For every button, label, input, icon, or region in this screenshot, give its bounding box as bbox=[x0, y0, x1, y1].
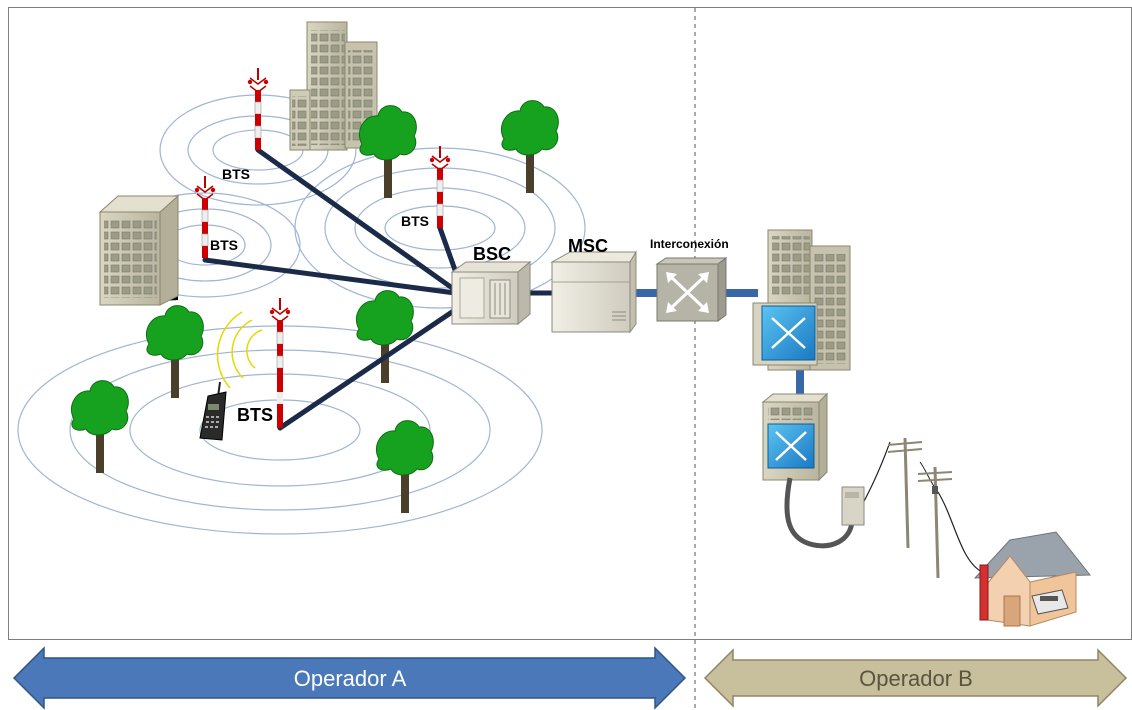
interconnect-label: Interconexión bbox=[650, 237, 729, 251]
bts-tower-icon bbox=[428, 145, 452, 229]
bsc-cabinet-icon bbox=[450, 260, 532, 326]
bts-label: BTS bbox=[222, 166, 250, 182]
tree-icon bbox=[358, 105, 417, 199]
telephone-pole-icon bbox=[917, 466, 953, 579]
bts-bsc-links bbox=[202, 147, 458, 431]
bts-label: BTS bbox=[401, 213, 429, 229]
coverage-cell-east bbox=[294, 147, 586, 309]
bts-label: BTS bbox=[210, 237, 238, 253]
interconnect-switch-icon bbox=[655, 257, 728, 322]
bts-tower-icon bbox=[268, 297, 292, 428]
telephone-pole-icon bbox=[887, 437, 923, 549]
mobile-handset-icon bbox=[199, 381, 227, 441]
bts-tower-icon bbox=[246, 67, 270, 151]
switch-icon bbox=[775, 431, 807, 461]
operator-b-arrow: Operador B bbox=[703, 648, 1128, 708]
bts-label: BTS bbox=[237, 405, 273, 425]
tree-icon bbox=[500, 100, 559, 194]
radio-waves bbox=[216, 311, 263, 389]
operator-a-label: Operador A bbox=[294, 666, 407, 691]
operator-a-arrow: Operador A bbox=[12, 646, 687, 710]
central-office-building bbox=[752, 229, 851, 371]
operator-b-label: Operador B bbox=[859, 666, 973, 691]
msc-label: MSC bbox=[568, 236, 608, 256]
bsc-label: BSC bbox=[473, 244, 511, 264]
switch-icon bbox=[771, 317, 806, 349]
house-icon bbox=[973, 531, 1092, 627]
building-left bbox=[98, 194, 180, 306]
local-exchange-cabinet bbox=[761, 392, 829, 482]
msc-server-icon bbox=[550, 250, 637, 334]
tree-icon bbox=[70, 380, 129, 474]
distribution-box-icon bbox=[841, 486, 865, 526]
telephone-icon bbox=[1031, 589, 1069, 615]
